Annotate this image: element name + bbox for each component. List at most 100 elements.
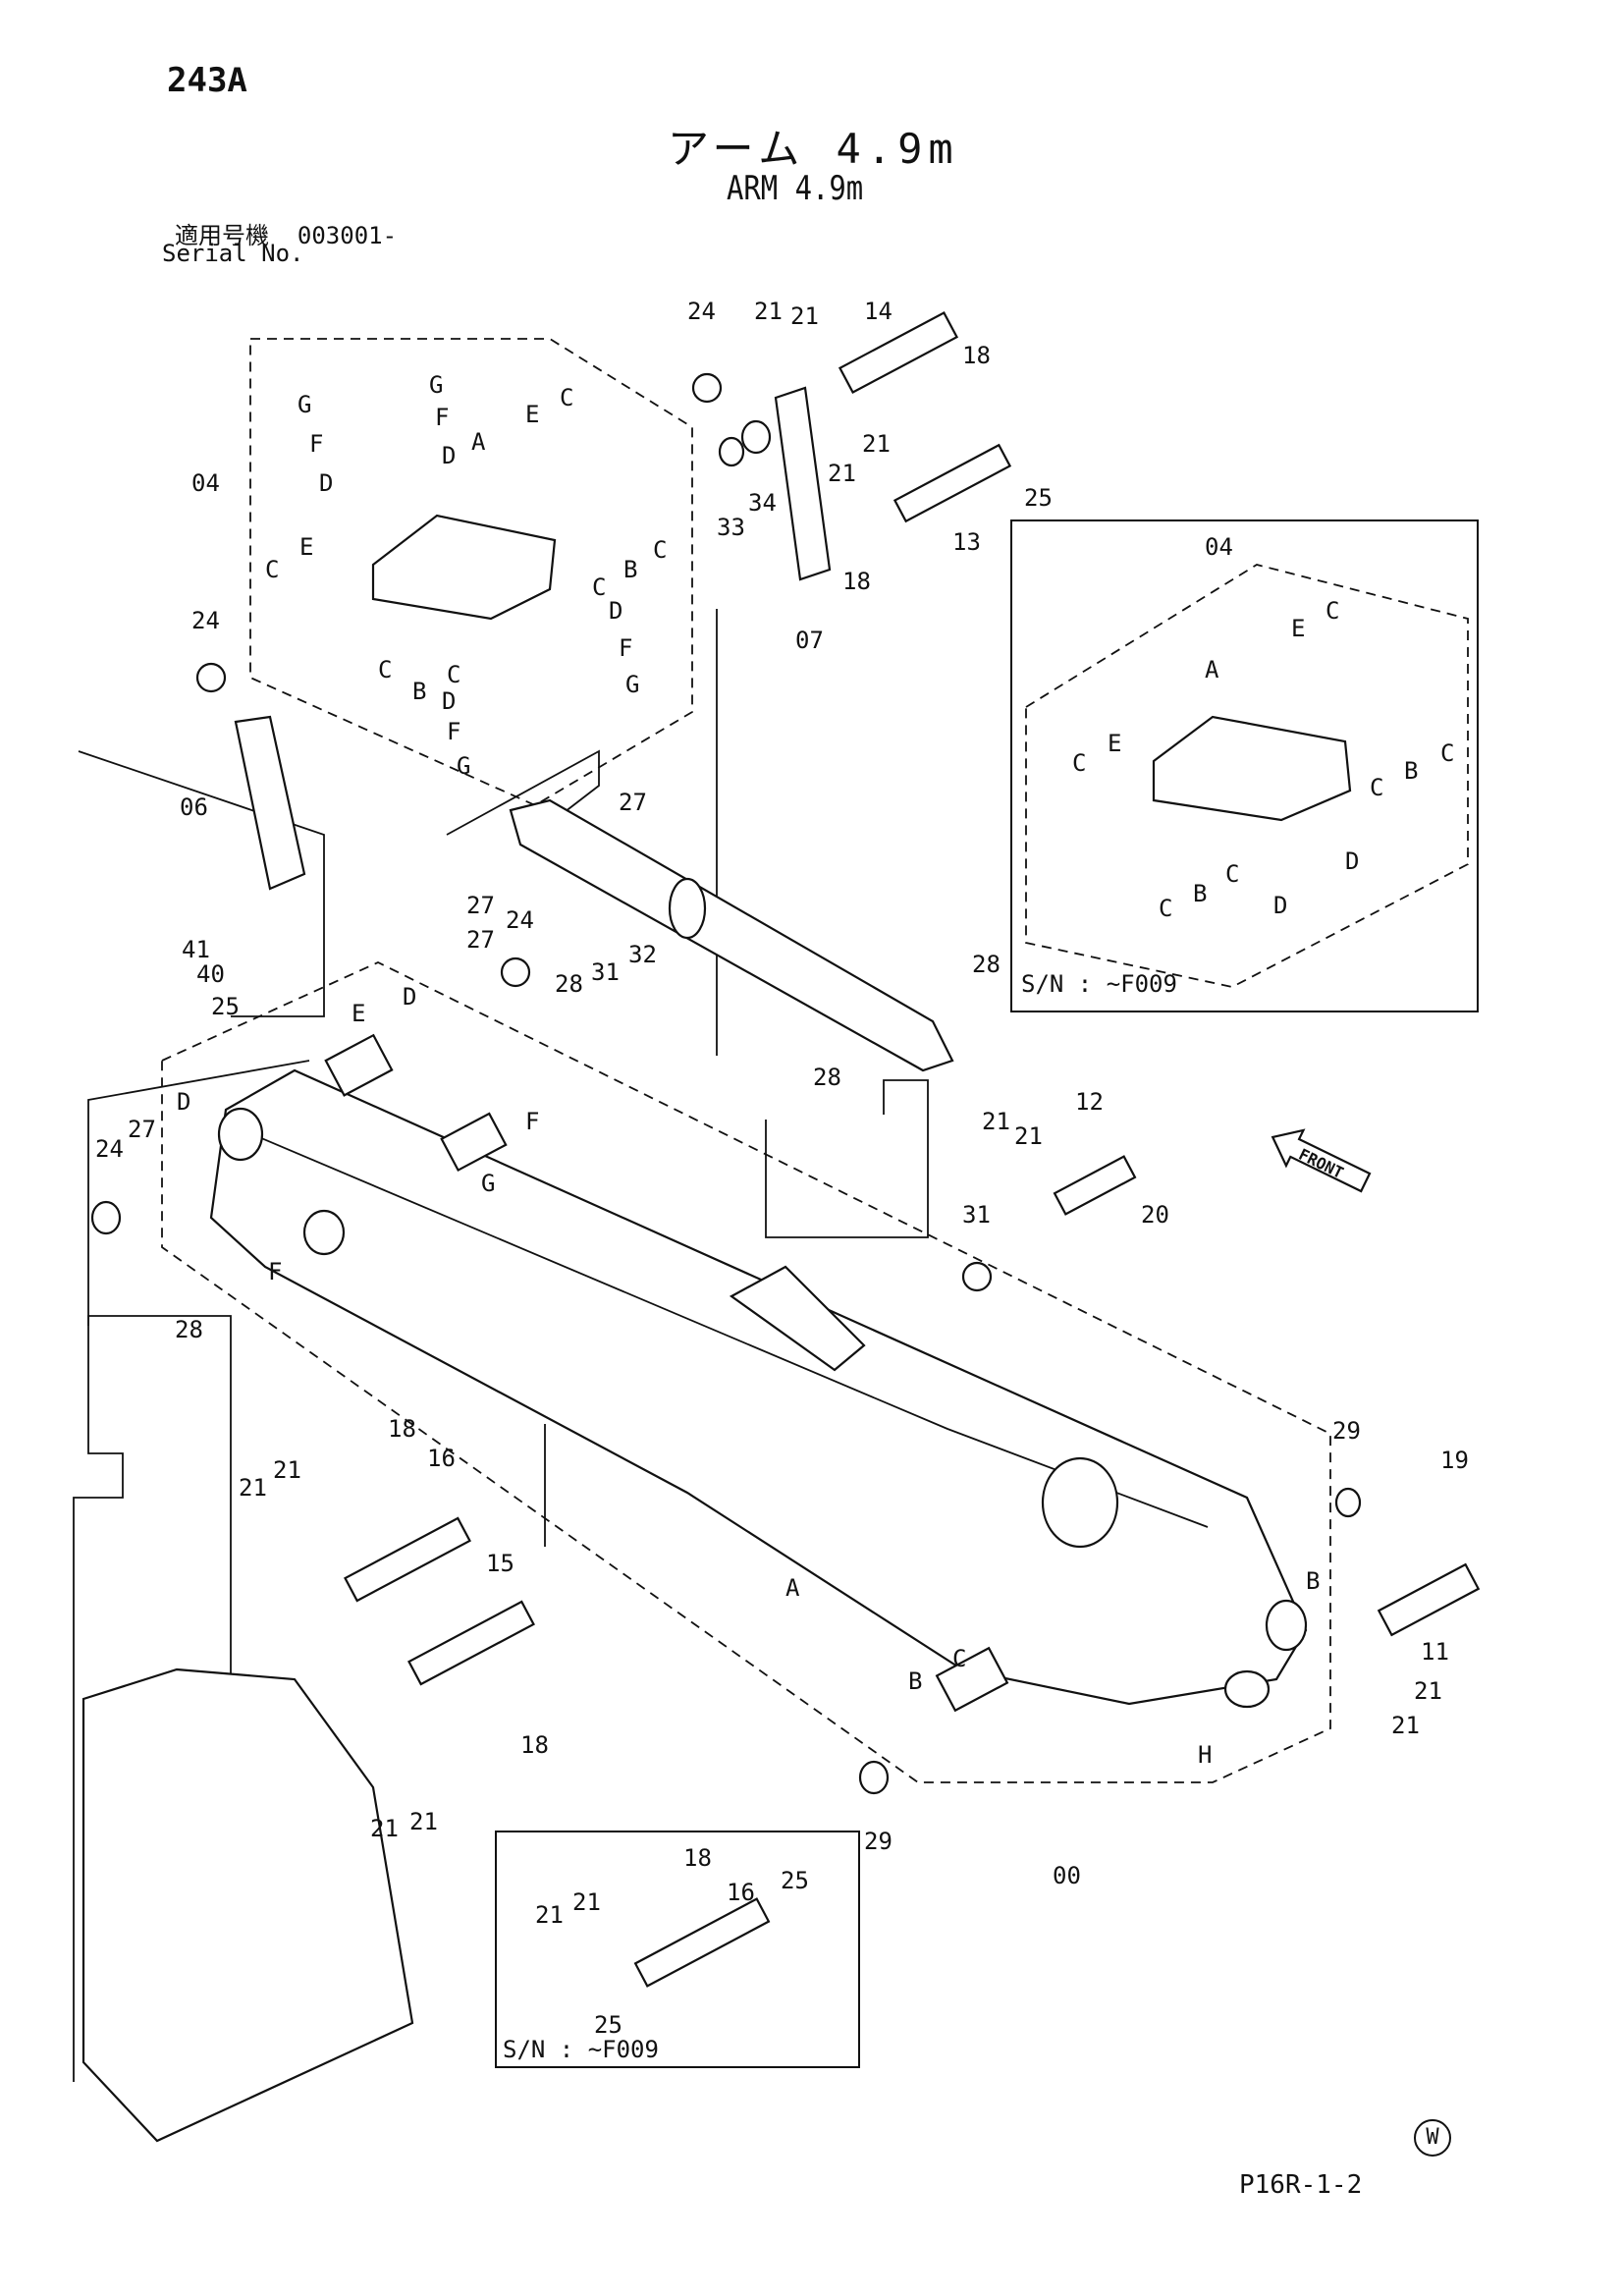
- callout-40: 40: [196, 960, 225, 988]
- callout-21: 21: [409, 1808, 438, 1835]
- callout-E: E: [1108, 730, 1121, 757]
- arm-boss-h: [1223, 1669, 1271, 1709]
- callout-21: 21: [572, 1888, 601, 1916]
- link-06: [234, 715, 306, 891]
- arm-boss-c: [1265, 1599, 1308, 1652]
- callout-B: B: [1404, 757, 1418, 785]
- inset-box-top-right: [1010, 519, 1479, 1012]
- arm-boss-b: [1041, 1456, 1119, 1549]
- pin-16: [344, 1516, 471, 1603]
- pin-16-inset: [633, 1897, 771, 1988]
- callout-00: 00: [1053, 1862, 1081, 1889]
- link-07: [774, 386, 832, 581]
- callout-13: 13: [952, 528, 981, 556]
- leader-arm-top: [87, 1060, 310, 1326]
- callout-D: D: [442, 687, 456, 715]
- front-arrow: FRONT: [1271, 1128, 1372, 1193]
- callout-D: D: [403, 983, 416, 1011]
- callout-25: 25: [781, 1867, 809, 1894]
- washer-34: [740, 419, 772, 455]
- link-04-body: [371, 514, 557, 621]
- callout-21: 21: [273, 1456, 301, 1484]
- callout-A: A: [1205, 656, 1219, 683]
- washer-29-left: [858, 1760, 890, 1795]
- callout-24: 24: [687, 298, 716, 325]
- leader-frame-06: [78, 750, 325, 1017]
- callout-25: 25: [594, 2011, 622, 2039]
- callout-B: B: [412, 678, 426, 705]
- callout-F: F: [525, 1108, 539, 1135]
- callout-21: 21: [370, 1815, 399, 1842]
- callout-31: 31: [962, 1201, 991, 1229]
- callout-21: 21: [1014, 1122, 1043, 1150]
- callout-G: G: [481, 1170, 495, 1197]
- callout-C: C: [560, 384, 573, 411]
- callout-C: C: [447, 661, 460, 688]
- callout-E: E: [299, 533, 313, 561]
- callout-group: 24 21 21 14 18 21 21 25 13 33 34 18 07 0…: [95, 298, 1469, 2039]
- callout-E: E: [352, 1000, 365, 1027]
- arm-cylinder: [509, 798, 954, 1072]
- leader-cyl-rod: [765, 1079, 929, 1238]
- callout-24: 24: [191, 607, 220, 634]
- callout-29: 29: [864, 1828, 893, 1855]
- w-mark: W: [1414, 2119, 1451, 2157]
- callout-21: 21: [1414, 1677, 1442, 1705]
- callout-F: F: [309, 430, 323, 458]
- arm-bracket: [729, 1265, 866, 1372]
- arm-boss-mid: [302, 1209, 346, 1256]
- callout-27: 27: [466, 892, 495, 919]
- callout-C: C: [1440, 739, 1454, 767]
- callout-25: 25: [1024, 484, 1053, 512]
- callout-21: 21: [828, 460, 856, 487]
- callout-07: 07: [795, 627, 824, 654]
- callout-21: 21: [1391, 1712, 1420, 1739]
- callout-28: 28: [555, 970, 583, 998]
- callout-21: 21: [535, 1901, 564, 1929]
- callout-06: 06: [180, 793, 208, 821]
- callout-28: 28: [813, 1064, 841, 1091]
- callout-32: 32: [628, 941, 657, 968]
- callout-33: 33: [717, 514, 745, 541]
- callout-24: 24: [506, 906, 534, 934]
- callout-D: D: [609, 597, 622, 625]
- callout-C: C: [265, 556, 279, 583]
- link-04-inset-body: [1152, 715, 1352, 822]
- callout-04: 04: [1205, 533, 1233, 561]
- callout-28: 28: [175, 1316, 203, 1343]
- pin-12: [1053, 1155, 1137, 1216]
- arm-body: [209, 1068, 1308, 1706]
- pin-11: [1377, 1562, 1481, 1637]
- bushing-c-lower: [935, 1646, 1009, 1713]
- leader-frame-left: [73, 1315, 232, 2082]
- inset-top-serial: S/N : ~F009: [1021, 970, 1177, 998]
- callout-31: 31: [591, 958, 620, 986]
- washer-24-a: [195, 662, 227, 693]
- callout-B: B: [1306, 1567, 1320, 1595]
- arm-top-edge: [240, 1128, 1209, 1528]
- callout-20: 20: [1141, 1201, 1169, 1229]
- title-jp: アーム 4.9m: [668, 125, 959, 173]
- callout-D: D: [442, 442, 456, 469]
- footer-ref: P16R-1-2: [1239, 2170, 1363, 2200]
- callout-E: E: [1291, 615, 1305, 642]
- callout-24: 24: [95, 1135, 124, 1163]
- callout-18: 18: [388, 1415, 416, 1443]
- page-code: 243A: [167, 61, 247, 100]
- callout-A: A: [471, 428, 486, 456]
- washer-24-b: [691, 372, 723, 404]
- group-04-inset-outline: [1025, 564, 1469, 988]
- callout-D: D: [1273, 892, 1287, 919]
- washer-33: [718, 436, 745, 467]
- washer-24-d: [90, 1200, 122, 1235]
- pin-15: [407, 1600, 535, 1686]
- callout-28: 28: [972, 951, 1001, 978]
- washer-29-right: [1334, 1487, 1362, 1518]
- callout-21: 21: [982, 1108, 1010, 1135]
- front-arrow-icon: [1271, 1128, 1372, 1193]
- callout-C: C: [1370, 774, 1383, 801]
- callout-F: F: [447, 718, 460, 745]
- callout-A: A: [785, 1574, 800, 1602]
- callout-27: 27: [128, 1116, 156, 1143]
